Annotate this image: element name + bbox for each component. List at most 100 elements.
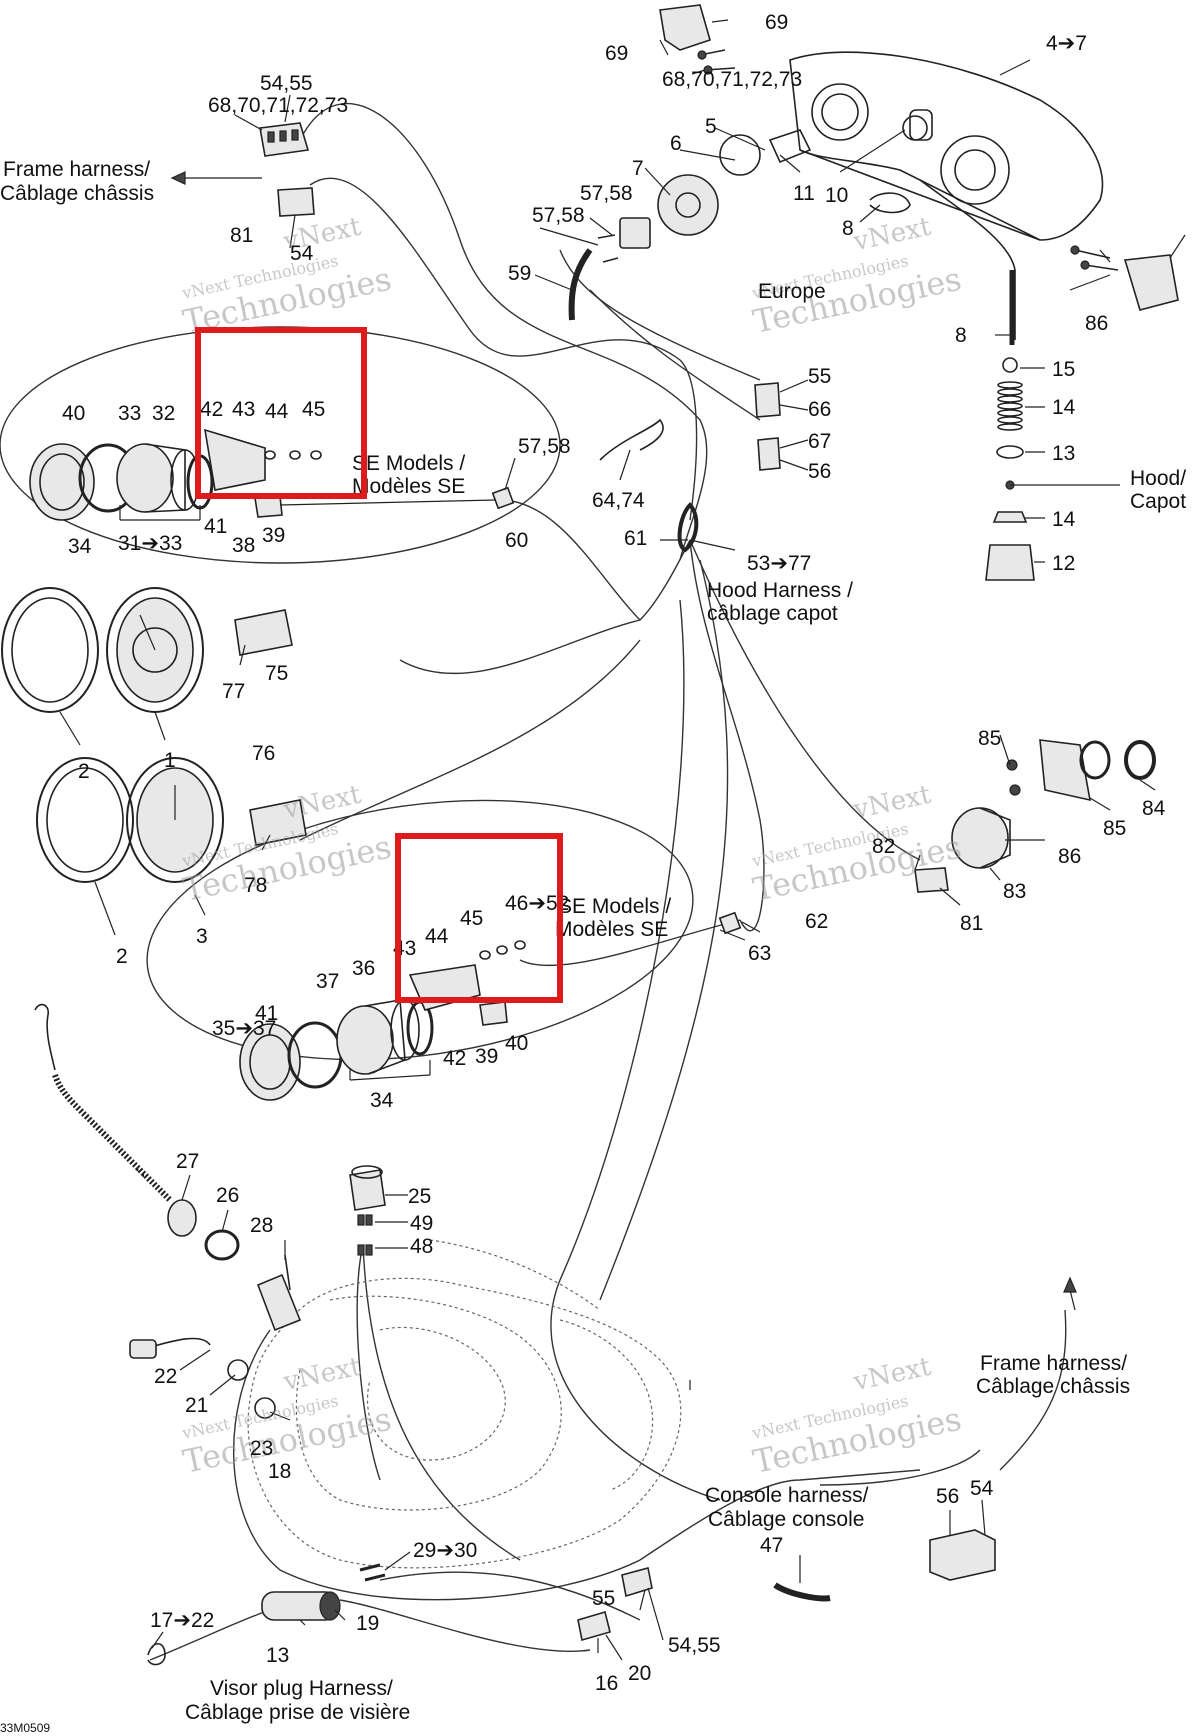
part-label: 1 (164, 749, 176, 772)
headlight-bulb-parts (657, 109, 933, 236)
part-label: 57,58 (518, 435, 571, 458)
gauge-assembly-bottom (239, 940, 526, 1101)
caption-hood-harness-fr: câblage capot (707, 602, 838, 625)
part-label: 40 (62, 402, 85, 425)
part-label: 84 (1142, 797, 1166, 820)
part-label: 12 (1052, 552, 1075, 575)
plug-23-24-25 (129, 1337, 276, 1419)
part-label: 57,58 (580, 182, 633, 205)
part-label: 81 (960, 912, 983, 935)
part-label: 56 (936, 1485, 959, 1508)
part-label: 13 (1052, 442, 1075, 465)
part-label: 63 (748, 942, 771, 965)
connector-30 (359, 1563, 386, 1582)
part-label: 27 (176, 1150, 199, 1173)
console-connectors-bottom (577, 1529, 996, 1642)
caption-visor-plug-fr: Câblage prise de visière (185, 1701, 410, 1724)
cable-tie-64 (599, 418, 664, 461)
caption-se-models-bottom: SE Models / (558, 895, 671, 918)
part-label: 13 (266, 1644, 289, 1667)
tachometer-1-bezel-2 (1, 587, 204, 713)
part-label: 6 (670, 132, 682, 155)
caption-frame-harness-bottom-fr: Câblage châssis (976, 1375, 1130, 1398)
grommet-62 (677, 502, 699, 553)
part-label: 8 (955, 324, 967, 347)
part-label: 21 (185, 1394, 208, 1417)
part-label: 54,55 (260, 72, 313, 95)
part-label: 17➔22 (150, 1609, 214, 1632)
part-label: 25 (408, 1185, 431, 1208)
part-label: 39 (475, 1045, 498, 1068)
part-label: 47 (760, 1534, 783, 1557)
part-label: 38 (232, 534, 255, 557)
part-label: 41 (255, 1002, 278, 1025)
part-label: 2 (116, 945, 128, 968)
part-label: 45 (460, 907, 483, 930)
part-label: 60 (505, 529, 528, 552)
caption-hood-harness: Hood Harness / (707, 579, 853, 602)
part-label: 11 (793, 182, 815, 205)
caption-se-models-bottom-fr: Modèles SE (555, 918, 668, 941)
hood-rod-stack (869, 179, 1120, 581)
part-label: 46➔52 (505, 892, 569, 915)
bracket-84 (659, 4, 736, 75)
part-label: 40 (505, 1032, 528, 1055)
watermark-text: vNext (280, 1352, 364, 1398)
part-label: 55 (808, 365, 831, 388)
part-label: 2 (78, 760, 90, 783)
connector-69-bottom (249, 799, 307, 846)
caption-hood-fr: Capot (1130, 490, 1186, 513)
headlight-assembly (789, 51, 1104, 241)
part-label: 44 (425, 925, 449, 948)
part-label: 23 (250, 1437, 273, 1460)
part-label: 34 (68, 535, 92, 558)
part-label: 18 (268, 1460, 291, 1483)
console-outline (247, 1239, 682, 1569)
part-label: 39 (262, 524, 285, 547)
part-label: 78 (244, 874, 267, 897)
highlight-box-bottom (395, 833, 563, 1003)
part-label: 42 (200, 398, 223, 421)
caption-console-harness-fr: Câblage console (708, 1508, 864, 1531)
part-label: 54 (290, 242, 314, 265)
part-label: 48 (410, 1235, 433, 1258)
part-label: 35➔37 (212, 1017, 276, 1040)
part-label: 54,55 (668, 1634, 721, 1657)
part-label: 62 (805, 910, 828, 933)
part-label: 69 (765, 11, 788, 34)
part-label: 42 (443, 1047, 466, 1070)
part-label: 15 (1052, 358, 1075, 381)
tether-cord (34, 1003, 302, 1332)
part-label: 68,70,71,72,73 (662, 68, 802, 91)
part-label: 22 (154, 1365, 177, 1388)
part-label: 7 (632, 157, 644, 180)
caption-europe: Europe (758, 280, 826, 303)
part-label: 59 (508, 262, 531, 285)
part-label: 86 (1085, 312, 1108, 335)
part-label: 83 (1003, 880, 1026, 903)
part-label: 41 (204, 515, 227, 538)
connector-75 (277, 187, 315, 217)
part-label: 33 (118, 402, 141, 425)
part-label: 10 (825, 184, 848, 207)
part-label: 82 (872, 835, 895, 858)
visor-plug (147, 1591, 341, 1666)
switch-26 (349, 1165, 386, 1256)
part-label: 55 (592, 1587, 615, 1610)
captions: Frame harness/ Câblage châssis SE Models… (0, 158, 1186, 1735)
part-label: 69 (605, 42, 628, 65)
caption-frame-harness-top: Frame harness/ (3, 158, 150, 181)
part-label: 44 (265, 400, 289, 423)
part-label: 67 (808, 430, 831, 453)
connector-69-top (234, 609, 293, 656)
part-label: 28 (250, 1214, 273, 1237)
part-label: 64,74 (592, 489, 645, 512)
connector-67 (259, 122, 310, 157)
part-label: 43 (232, 398, 255, 421)
part-label: 32 (152, 402, 175, 425)
part-labels: 69 69 68,70,71,72,73 4➔7 5 6 7 11 10 8 5… (62, 11, 1166, 1695)
drawing-code: 33M0509 (0, 1721, 50, 1735)
part-label: 37 (316, 970, 339, 993)
part-label: 61 (624, 527, 647, 550)
